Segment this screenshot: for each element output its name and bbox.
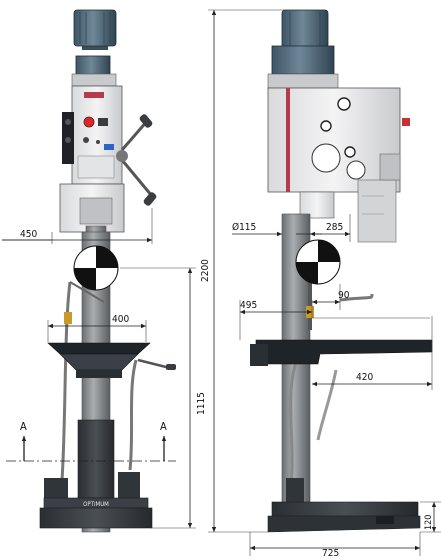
section-mark-right: A — [160, 420, 167, 433]
front-motor — [71, 9, 117, 87]
svg-text:400: 400 — [112, 314, 129, 325]
front-head — [59, 85, 157, 243]
dim-table-reach: 420 — [312, 316, 433, 390]
dim-head-reach: 450 — [2, 208, 153, 244]
side-base — [267, 478, 421, 533]
dim-table-height: 1115 — [120, 267, 207, 529]
dim-base-height: 120 — [420, 501, 441, 533]
svg-text:420: 420 — [356, 372, 373, 383]
svg-text:495: 495 — [240, 300, 257, 311]
svg-text:2200: 2200 — [200, 259, 211, 282]
section-line-a-a: A A — [6, 420, 176, 462]
front-table — [47, 342, 176, 378]
side-coolant-hose — [339, 293, 374, 302]
base-brand-label: OPTIMUM — [83, 501, 109, 508]
section-mark-left: A — [20, 420, 27, 433]
svg-text:450: 450 — [20, 229, 37, 240]
dim-spindle-reach: 285 — [296, 214, 351, 242]
front-center-mark — [73, 245, 119, 291]
emergency-stop-icon — [83, 116, 95, 128]
side-center-mark — [295, 239, 341, 285]
dim-quill-reach: 495 — [239, 300, 313, 340]
dim-base-depth: 725 — [249, 532, 421, 559]
side-motor — [267, 9, 339, 89]
dim-quill-offset: 90 — [312, 284, 350, 310]
side-table — [250, 339, 433, 366]
svg-text:285: 285 — [326, 222, 343, 233]
dim-column-offset: 400 — [47, 314, 147, 342]
front-coolant-hose — [60, 281, 72, 481]
side-head — [267, 87, 410, 243]
side-view: 2200 Ø115 285 495 90 — [200, 9, 441, 559]
svg-text:725: 725 — [322, 548, 339, 559]
svg-text:120: 120 — [424, 515, 434, 530]
svg-text:90: 90 — [338, 290, 350, 301]
front-view: OPTIMUM 450 400 1115 — [2, 9, 207, 533]
front-base: OPTIMUM — [39, 497, 153, 529]
dim-total-height: 2200 — [200, 9, 290, 533]
svg-text:Ø115: Ø115 — [232, 221, 256, 233]
svg-text:1115: 1115 — [196, 392, 207, 415]
